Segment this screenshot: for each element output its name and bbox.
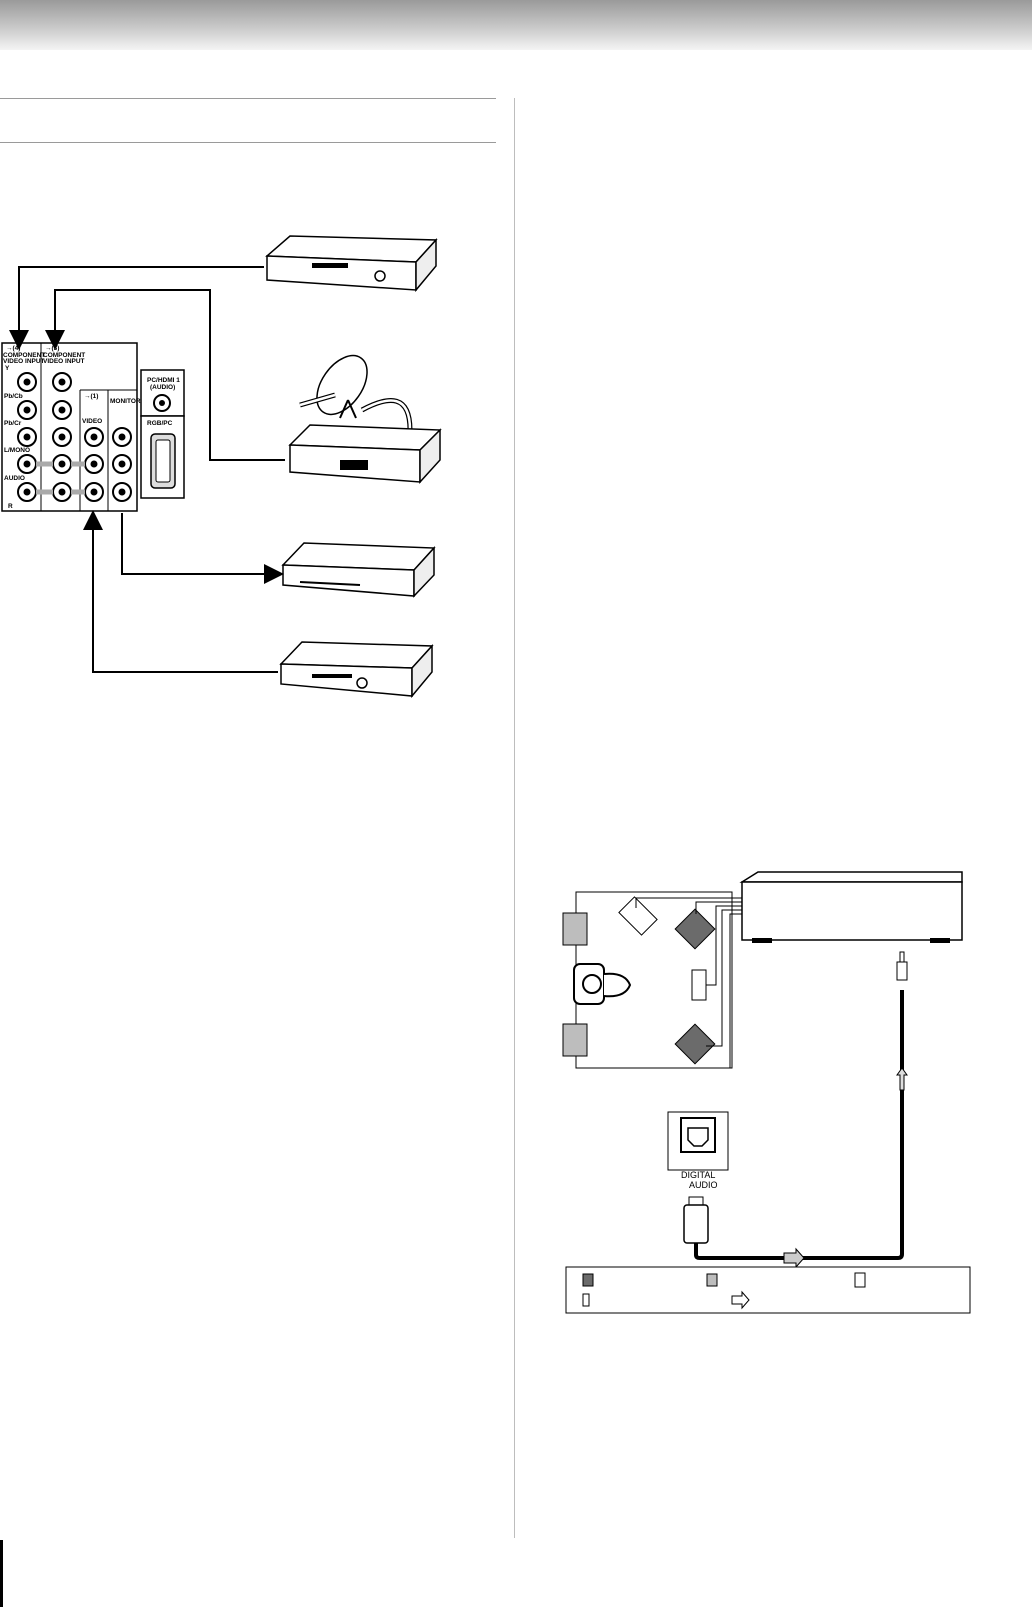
jack-label-pb: Pb/Cb bbox=[4, 393, 23, 400]
satellite-receiver-device bbox=[288, 424, 442, 484]
legend-connector-icon bbox=[582, 1293, 590, 1307]
jack-label-lmono: L/MONO bbox=[4, 447, 30, 454]
rgb-pc-label: RGB/PC bbox=[147, 420, 173, 427]
pc-hdmi-label-2: (AUDIO) bbox=[150, 384, 175, 391]
jack-label-audio: AUDIO bbox=[4, 475, 25, 482]
video-label: VIDEO bbox=[82, 418, 102, 425]
monitor-header: MONITOR bbox=[110, 398, 141, 405]
listener-icon bbox=[573, 963, 632, 1005]
component-4-header: →(4) bbox=[6, 345, 20, 352]
legend-light-speaker-icon bbox=[706, 1273, 718, 1287]
subwoofer-icon bbox=[691, 969, 707, 1001]
section-rule bbox=[0, 142, 496, 143]
rear-right-speaker-icon bbox=[674, 1023, 716, 1065]
legend-dark-speaker-icon bbox=[582, 1273, 594, 1287]
vcr-recorder-device bbox=[281, 542, 436, 598]
dvd-player-device bbox=[265, 235, 438, 293]
page-edge-mark bbox=[0, 1540, 3, 1607]
rear-left-speaker-icon bbox=[562, 1023, 588, 1057]
legend-box bbox=[565, 1266, 971, 1314]
input-1-jacks bbox=[84, 427, 104, 502]
input-1-header: →(1) bbox=[84, 393, 98, 400]
front-left-speaker-icon bbox=[562, 912, 588, 946]
component-4-jacks bbox=[17, 372, 37, 502]
legend-subwoofer-icon bbox=[854, 1272, 866, 1288]
legend-signal-arrow-icon bbox=[731, 1290, 750, 1310]
component-4-title1: COMPONENT bbox=[3, 352, 45, 359]
center-speaker-icon bbox=[618, 896, 658, 936]
column-divider bbox=[514, 98, 515, 1538]
component-3-title2: VIDEO INPUT bbox=[43, 358, 85, 365]
page-header-bar bbox=[0, 0, 1032, 50]
optical-cable bbox=[683, 951, 908, 1269]
dvd-recorder-device bbox=[279, 641, 434, 699]
jack-label-r: R bbox=[8, 503, 13, 510]
jack-label-pr: Pb/Cr bbox=[4, 420, 22, 427]
jack-label-y: Y bbox=[5, 365, 10, 372]
top-rule bbox=[0, 98, 496, 99]
cable-lines bbox=[9, 266, 285, 673]
digital-audio-label-1: DIGITAL bbox=[681, 1170, 715, 1180]
digital-audio-label-2: AUDIO bbox=[689, 1180, 718, 1190]
monitor-jacks bbox=[112, 427, 132, 502]
audio-room-diagram bbox=[562, 891, 745, 1069]
pc-hdmi-label-1: PC/HDMI 1 bbox=[147, 377, 180, 384]
component-3-title1: COMPONENT bbox=[43, 352, 85, 359]
tv-back-panel: →(4) COMPONENT VIDEO INPUT →(3) COMPONEN… bbox=[1, 342, 185, 512]
component-4-title2: VIDEO INPUT bbox=[3, 358, 45, 365]
optical-port-box: DIGITAL AUDIO bbox=[667, 1111, 729, 1190]
component-3-header: →(3) bbox=[45, 345, 59, 352]
front-right-speaker-icon bbox=[674, 908, 716, 950]
av-receiver-device bbox=[739, 871, 963, 943]
component-3-jacks bbox=[52, 372, 72, 502]
satellite-dish-icon bbox=[299, 354, 413, 431]
